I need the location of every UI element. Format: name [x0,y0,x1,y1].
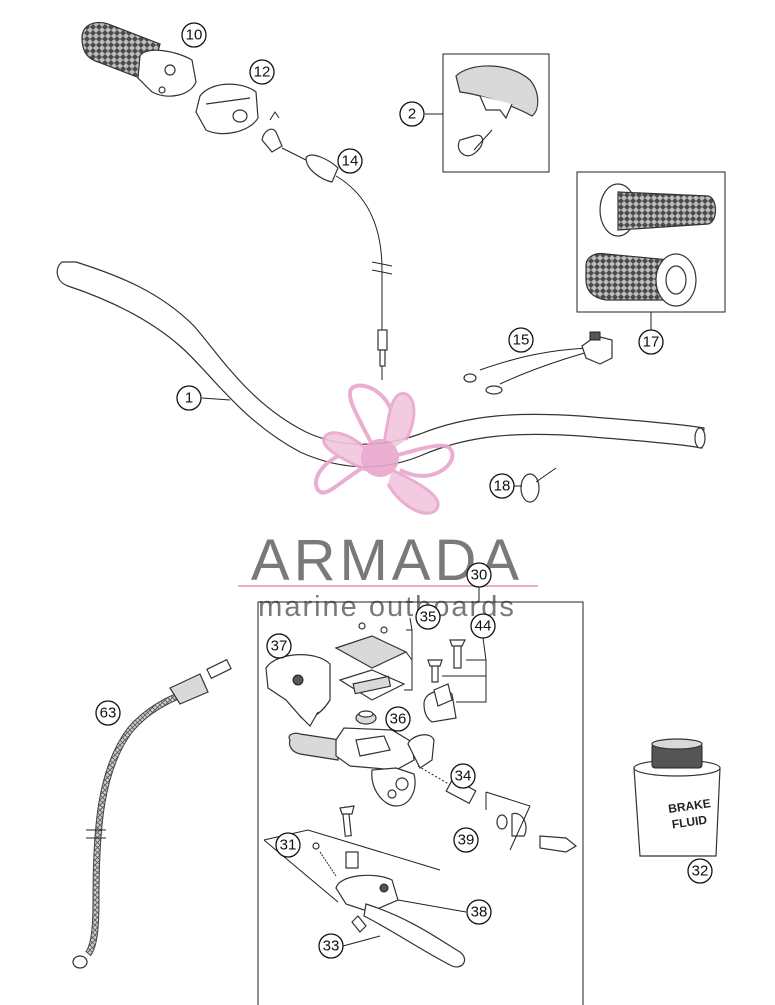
callout-34: 36 [385,706,411,732]
svg-text:18: 18 [494,478,511,495]
svg-text:63: 63 [100,705,117,722]
svg-text:39: 39 [458,832,475,849]
reservoir-cover [334,622,413,701]
callout-10: 10 [181,22,207,48]
callout-38: 38 [466,899,492,925]
svg-text:14: 14 [342,153,359,170]
grip-set [576,171,726,330]
svg-text:38: 38 [471,904,488,921]
diaphragm [355,710,377,725]
svg-text:33: 33 [323,938,340,955]
callout-63: 63 [95,700,121,726]
svg-text:34: 34 [455,768,472,785]
svg-text:10: 10 [186,27,203,44]
lever-guard [265,654,331,727]
brake-lever [335,874,467,968]
callout-1: 1 [176,385,202,411]
throttle-grip-assembly [81,21,197,97]
kill-switch [463,331,613,395]
callout-2: 2 [399,101,425,127]
svg-text:15: 15 [513,332,530,349]
svg-text:37: 37 [271,638,288,655]
brake-assembly-box [257,587,584,1005]
callout-15: 15 [508,327,534,353]
callout-12: 12 [249,59,275,85]
callout-39: 39 [453,827,479,853]
svg-text:30: 30 [471,567,488,584]
callout-33: 35 [415,604,441,630]
cable-tie [514,467,557,503]
fluid-can-label-line2: FLUID [671,813,708,832]
callout-31: 33 [318,933,344,959]
svg-text:1: 1 [185,390,193,407]
callout-37: 37 [266,633,292,659]
propeller-logo-icon [314,383,455,515]
svg-text:17: 17 [643,334,660,351]
callout-32: 34 [450,763,476,789]
callout-18: 18 [489,473,515,499]
fluid-can-label-line1: BRAKE [667,796,711,816]
handguard-kit [425,53,550,173]
svg-text:12: 12 [254,64,271,81]
svg-text:2: 2 [408,106,416,123]
brake-fluid-can: BRAKE FLUID [633,738,721,857]
callout-35: 31 [275,832,301,858]
master-cylinder [288,727,435,807]
callout-30: 30 [466,562,492,588]
throttle-cable [261,111,393,380]
callout-36: 32 [687,858,713,884]
clamp [423,639,487,723]
svg-text:31: 31 [280,837,297,854]
piston-kit [417,765,578,853]
svg-text:36: 36 [390,711,407,728]
svg-text:44: 44 [475,618,492,635]
brake-line [72,658,232,969]
callout-44: 44 [470,613,496,639]
brand-watermark: ARMADA marine outboards [238,383,538,623]
callout-14: 14 [337,148,363,174]
svg-text:35: 35 [420,609,437,626]
handlebar [56,261,706,468]
callout-17: 17 [638,329,664,355]
svg-text:32: 32 [692,863,709,880]
brand-tagline: marine outboards [258,591,516,623]
throttle-cover [195,83,259,135]
